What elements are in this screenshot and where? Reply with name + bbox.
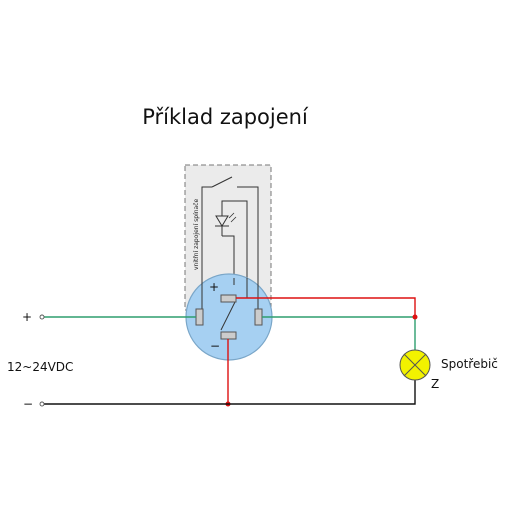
terminal-left [195,308,204,326]
led-icon [215,212,237,227]
switch-contact [211,176,233,188]
terminal-right [254,308,263,326]
internal-wiring-label: vnitřní zapojení spínače [193,198,200,270]
led-return-wire [222,235,235,278]
supply-plus-terminal [39,314,45,320]
junction-dot-upper [412,314,418,320]
terminal-minus [220,331,237,340]
internal-wiring-lines [201,176,259,316]
internal-plus-label: + [209,280,219,294]
load-terminal-label: Z [431,377,439,391]
minus-label: − [23,397,33,411]
led-anode-wire [221,200,248,280]
load-label: Spotřebič [441,357,498,371]
internal-wire-right [237,186,259,316]
supply-minus-terminal [39,401,45,407]
internal-wire-left [201,186,212,316]
black-wire-supply-minus [44,380,416,405]
red-wires [227,297,416,404]
red-wire-led-plus [236,297,416,317]
internal-minus-label: − [210,339,220,353]
terminal-plus [220,294,237,303]
voltage-label: 12~24VDC [7,360,73,374]
lamp-icon [399,349,431,381]
plus-label: + [22,310,32,324]
diagram-title: Příklad zapojení [142,105,309,129]
green-wires [44,316,416,350]
